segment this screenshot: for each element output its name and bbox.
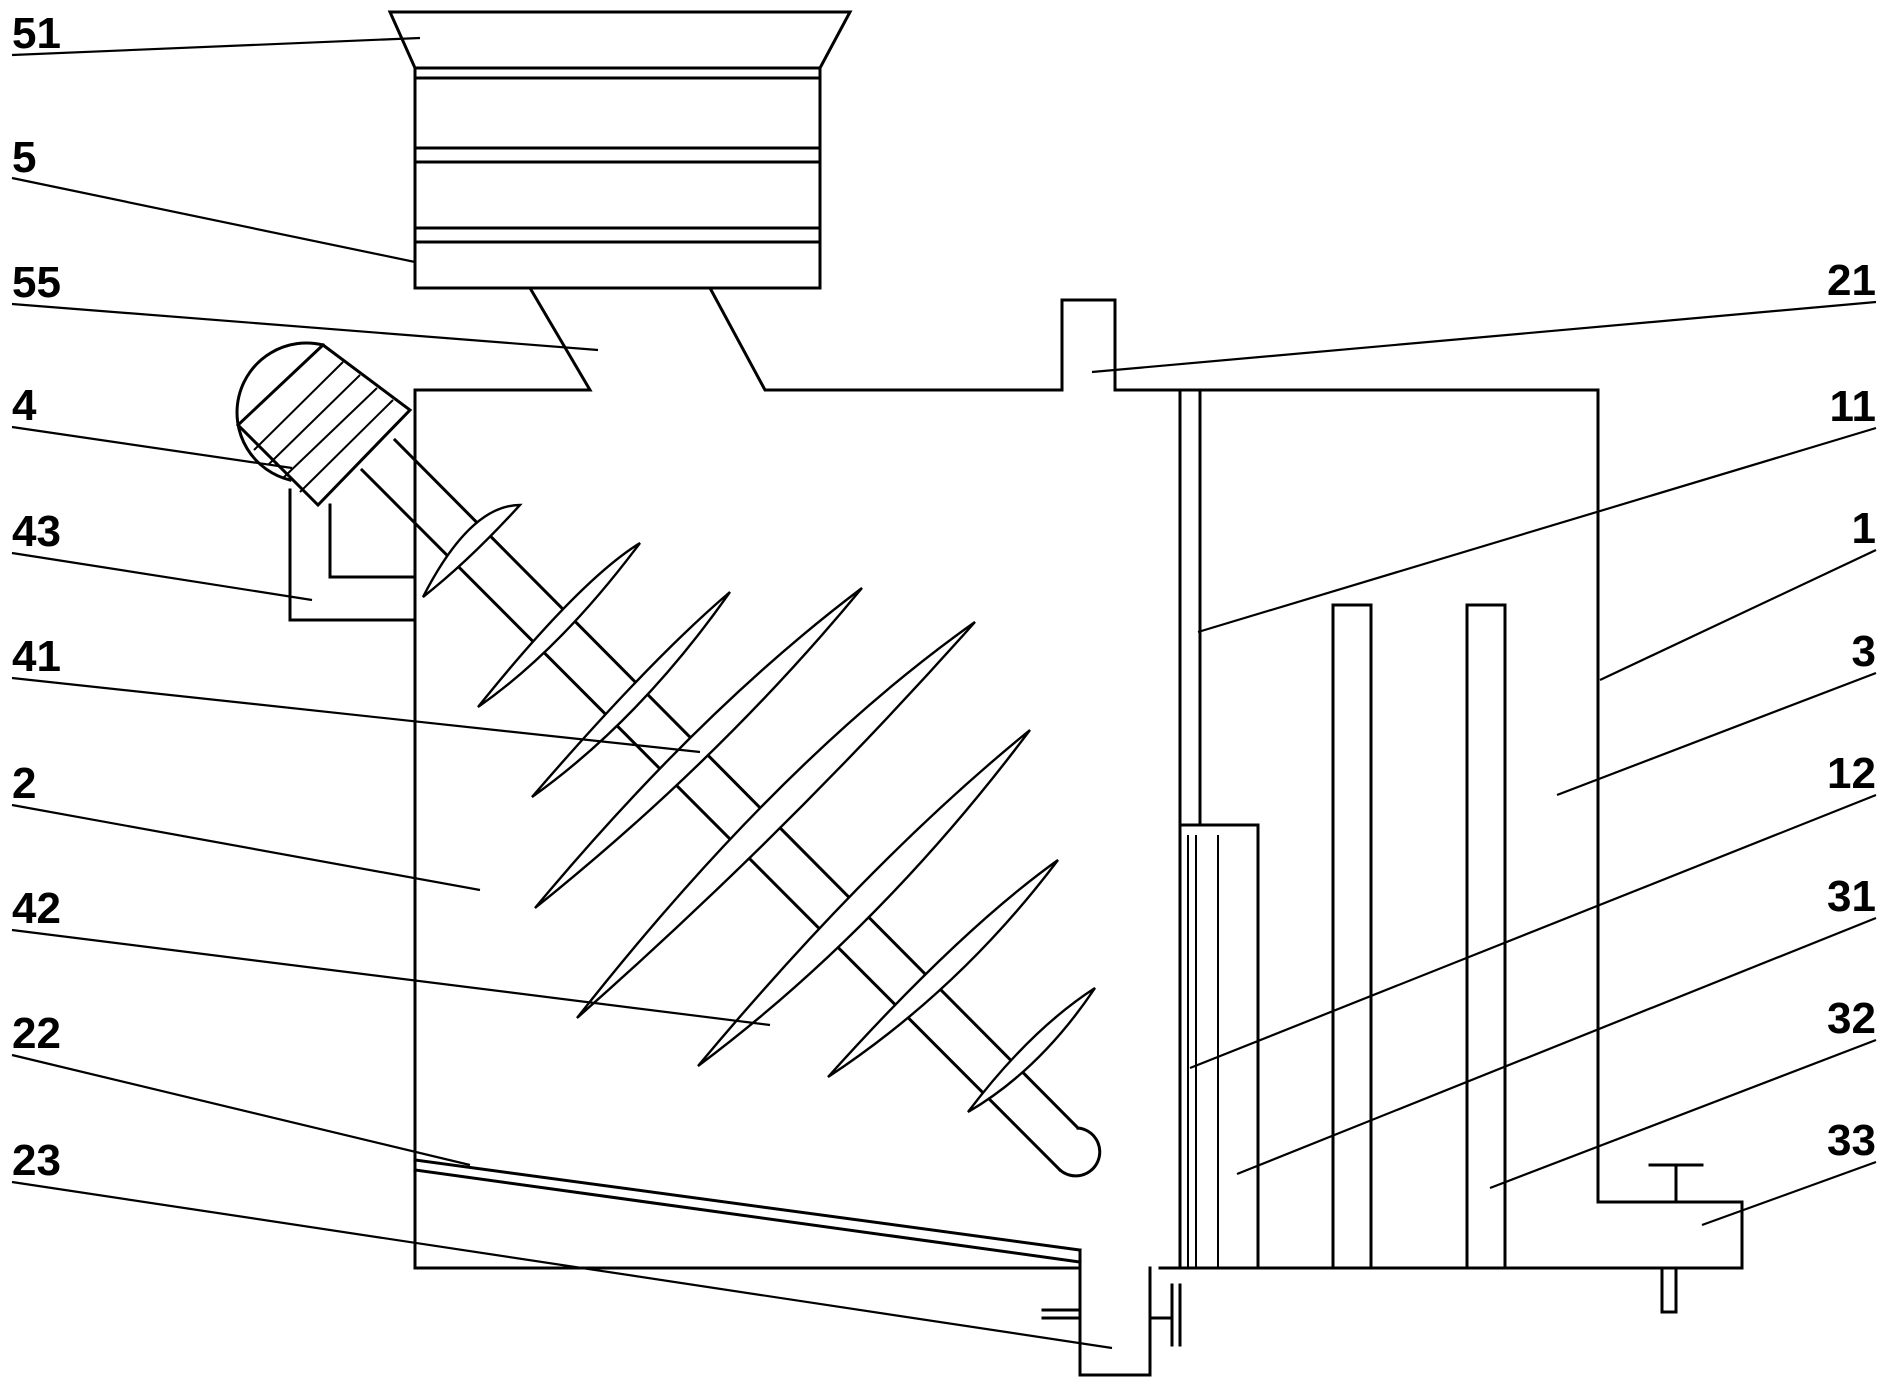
hopper-body [413, 66, 822, 290]
baffle-32 [1465, 603, 1507, 1270]
motor [235, 341, 417, 622]
label-42: 42 [12, 884, 61, 933]
label-3: 3 [1852, 627, 1876, 676]
label-4: 4 [12, 381, 37, 430]
label-12: 12 [1827, 749, 1876, 798]
label-31: 31 [1827, 872, 1876, 921]
reference-labels: 51 5 55 4 43 41 2 42 22 23 21 11 1 3 12 … [12, 9, 1876, 1185]
motor-cap [235, 341, 325, 482]
hopper-flare [387, 10, 853, 70]
label-21: 21 [1827, 256, 1876, 305]
leader-lines [11, 36, 1877, 1350]
label-5: 5 [12, 133, 36, 182]
label-1: 1 [1852, 504, 1876, 553]
screen-and-drain [413, 1158, 1182, 1377]
helical-blades [421, 503, 1096, 1114]
label-51: 51 [12, 9, 61, 58]
label-43: 43 [12, 507, 61, 556]
motor-body [235, 343, 413, 508]
hopper [387, 10, 853, 290]
label-11: 11 [1829, 382, 1876, 431]
baffles [1331, 603, 1507, 1270]
housing-outline [413, 286, 1744, 1270]
label-2: 2 [12, 759, 36, 808]
label-55: 55 [12, 258, 61, 307]
outlet-33 [1596, 1163, 1744, 1314]
shaft [359, 437, 1102, 1178]
label-32: 32 [1827, 994, 1876, 1043]
label-22: 22 [12, 1009, 61, 1058]
baffle-31 [1331, 603, 1373, 1270]
label-33: 33 [1827, 1116, 1876, 1165]
label-23: 23 [12, 1136, 61, 1185]
label-41: 41 [12, 632, 61, 681]
